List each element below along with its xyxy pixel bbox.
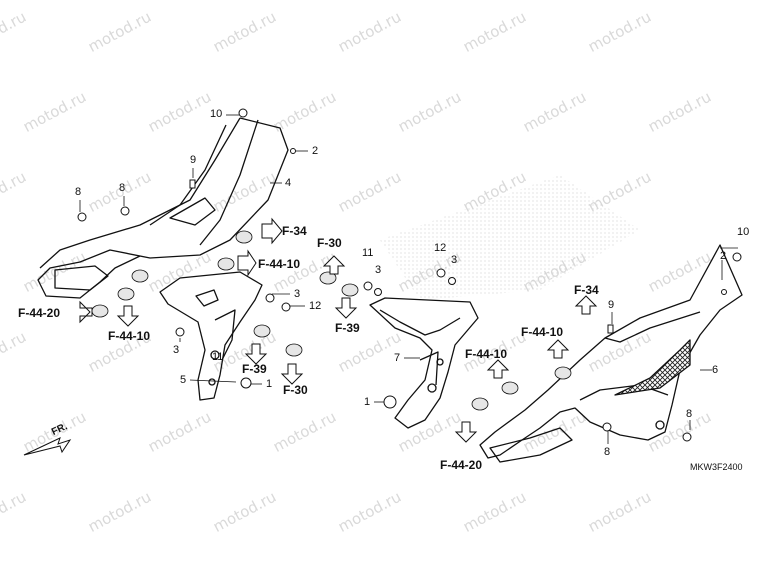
arrow-f34-right — [574, 295, 598, 315]
ref-f34-left: F-34 — [282, 224, 307, 238]
grommet-12-center — [436, 268, 446, 278]
part-label-3-center: 3 — [375, 264, 382, 276]
part-label-4: 4 — [285, 177, 292, 189]
part-5-left-inner-panel — [159, 271, 263, 401]
part-label-5: 5 — [180, 374, 187, 386]
part-label-2-right: 2 — [720, 250, 727, 262]
part-label-3-left-b: 3 — [173, 344, 180, 356]
part-label-1-left: 1 — [266, 378, 273, 390]
part-label-3-center-b: 3 — [451, 254, 458, 266]
nut-3-left — [265, 293, 275, 303]
part-label-11-center: 11 — [362, 247, 374, 259]
nut-3-center-b — [448, 277, 456, 285]
part-label-8-left-a: 8 — [75, 186, 82, 198]
background-shading — [380, 175, 640, 300]
arrow-f30-center — [322, 255, 346, 275]
grommet-1-left — [240, 377, 252, 389]
part-label-9-left: 9 — [190, 154, 197, 166]
arrow-f39-center — [334, 297, 358, 319]
ref-f39-left: F-39 — [242, 362, 267, 376]
ref-f44-10-center: F-44-10 — [465, 347, 508, 361]
grommet-12-left — [281, 302, 291, 312]
ref-f30-center: F-30 — [317, 236, 342, 250]
part-label-8-right-b: 8 — [686, 408, 693, 420]
bolt-8-right-b — [682, 432, 692, 442]
part-label-6: 6 — [712, 364, 719, 376]
arrow-f34-left — [261, 217, 283, 245]
ref-f44-10-left: F-44-10 — [258, 257, 301, 271]
part-label-12-left: 12 — [309, 300, 322, 312]
part-label-2-left: 2 — [312, 145, 319, 157]
arrow-f39-left — [244, 343, 268, 365]
part-label-11-left: 11 — [212, 351, 224, 363]
diagram-code: MKW3F2400 — [690, 462, 743, 472]
part-label-9-right: 9 — [608, 299, 615, 311]
arrow-f44-10-center — [486, 359, 510, 379]
bolt-8-right-a — [602, 422, 612, 432]
part-label-10-left: 10 — [210, 108, 223, 120]
screw-9-right — [607, 324, 614, 334]
reference-arrows — [23, 217, 598, 456]
ref-f34-right: F-34 — [574, 283, 599, 297]
arrow-f44-10-right — [546, 339, 570, 359]
nut-3-left-b — [175, 327, 185, 337]
ref-f44-20-left: F-44-20 — [18, 306, 61, 320]
part-4-left-shroud — [37, 117, 289, 299]
arrow-f44-10-left — [237, 249, 257, 277]
grommet-11-center — [363, 281, 373, 291]
ref-f44-10-left-b: F-44-10 — [108, 329, 151, 343]
fasteners — [77, 108, 742, 442]
part-label-7: 7 — [394, 352, 401, 364]
part-label-3-left: 3 — [294, 288, 301, 300]
bolt-10-right — [732, 252, 742, 262]
screw-9-left — [189, 179, 196, 189]
arrow-f44-20-center — [454, 421, 478, 443]
nut-3-center — [374, 288, 382, 296]
arrow-f44-20-left — [79, 300, 93, 324]
clip-2-left — [290, 148, 296, 154]
grommet-1-center — [383, 395, 397, 409]
ref-f39-center: F-39 — [335, 321, 360, 335]
arrow-f30-left — [280, 363, 304, 385]
part-label-8-right-a: 8 — [604, 446, 611, 458]
ref-f44-10-right: F-44-10 — [521, 325, 564, 339]
part-label-1-center: 1 — [364, 396, 371, 408]
part-label-8-left-b: 8 — [119, 182, 126, 194]
clip-2-right — [721, 289, 727, 295]
front-direction-arrow — [23, 437, 72, 456]
ref-f44-20-center: F-44-20 — [440, 458, 483, 472]
ref-f30-left: F-30 — [283, 383, 308, 397]
part-6-right-shroud — [479, 244, 743, 463]
bolt-10-left — [238, 108, 248, 118]
bolt-8-left-b — [120, 206, 130, 216]
part-label-10-right: 10 — [737, 226, 750, 238]
part-7-center-side-cover — [369, 297, 479, 429]
arrow-f44-10-left-b — [116, 305, 140, 327]
part-label-12-center: 12 — [434, 242, 447, 254]
bolt-8-left-a — [77, 212, 87, 222]
